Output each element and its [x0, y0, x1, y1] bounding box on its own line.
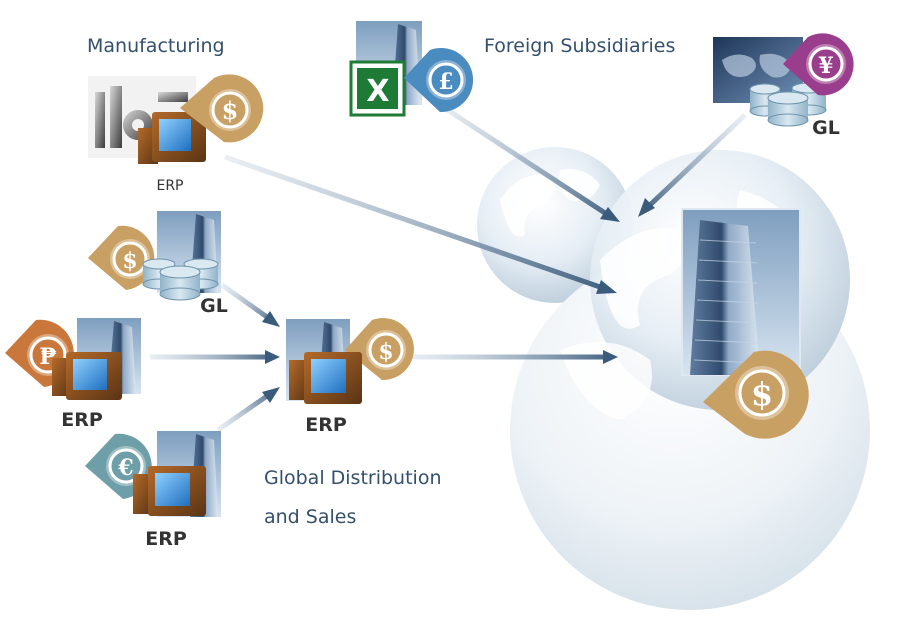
foreign-subsidiaries-label: Foreign Subsidiaries [484, 35, 675, 57]
dollar-badge-icon: $ [345, 318, 414, 381]
yen-currency-symbol: ¥ [818, 53, 833, 79]
database-icon [749, 82, 827, 127]
hq-currency-symbol: $ [751, 375, 773, 413]
manufacturing-currency-symbol: $ [222, 96, 239, 125]
gl-currency-symbol: $ [122, 248, 137, 274]
gl-label: GL [200, 295, 228, 317]
manufacturing-node: Manufacturing $ ERP [87, 35, 264, 194]
pound-subsidiary-node: X £ [349, 21, 474, 117]
euro-erp-label: ERP [145, 528, 187, 550]
headquarters-node: $ [681, 208, 809, 439]
svg-text:X: X [366, 74, 389, 109]
arrow-manufacturing-to-hq [224, 154, 601, 290]
arrow-euro-to-distribution [216, 393, 269, 433]
computer-icon [133, 466, 206, 516]
globe-background [477, 147, 870, 610]
yen-subsidiary-node: ¥ GL [713, 33, 854, 139]
excel-icon: X [349, 60, 406, 117]
computer-icon [52, 352, 122, 400]
dollar-badge-icon: $ [180, 74, 264, 143]
flow-arrows [150, 102, 747, 433]
computer-icon [138, 112, 206, 164]
peso-erp-label: ERP [61, 409, 103, 431]
gl-node: $ GL [88, 211, 228, 317]
euro-currency-symbol: € [117, 455, 133, 481]
peso-erp-node: ₱ ERP [5, 318, 141, 431]
pound-badge-icon: £ [404, 48, 474, 113]
foreign-gl-label: GL [812, 117, 840, 139]
manufacturing-erp-label: ERP [156, 178, 183, 194]
distribution-erp-node: $ ERP [286, 318, 414, 436]
arrow-yen-to-hq [648, 113, 747, 207]
arrow-pound-to-hq [438, 102, 607, 216]
dollar-badge-icon: $ [88, 225, 155, 290]
global-distribution-label-line1: Global Distribution [264, 467, 442, 489]
computer-icon [289, 352, 362, 404]
global-distribution-label-line2: and Sales [264, 506, 356, 528]
manufacturing-label: Manufacturing [87, 35, 225, 57]
yen-badge-icon: ¥ [783, 33, 854, 96]
distribution-currency-symbol: $ [378, 339, 393, 365]
euro-erp-node: € ERP [85, 431, 221, 550]
dollar-badge-icon: $ [703, 350, 809, 439]
pound-currency-symbol: £ [438, 69, 453, 95]
tower-windows-icon [693, 239, 760, 364]
distribution-erp-label: ERP [305, 414, 347, 436]
arrow-gl-to-distribution [220, 282, 269, 320]
database-icon [142, 258, 219, 301]
